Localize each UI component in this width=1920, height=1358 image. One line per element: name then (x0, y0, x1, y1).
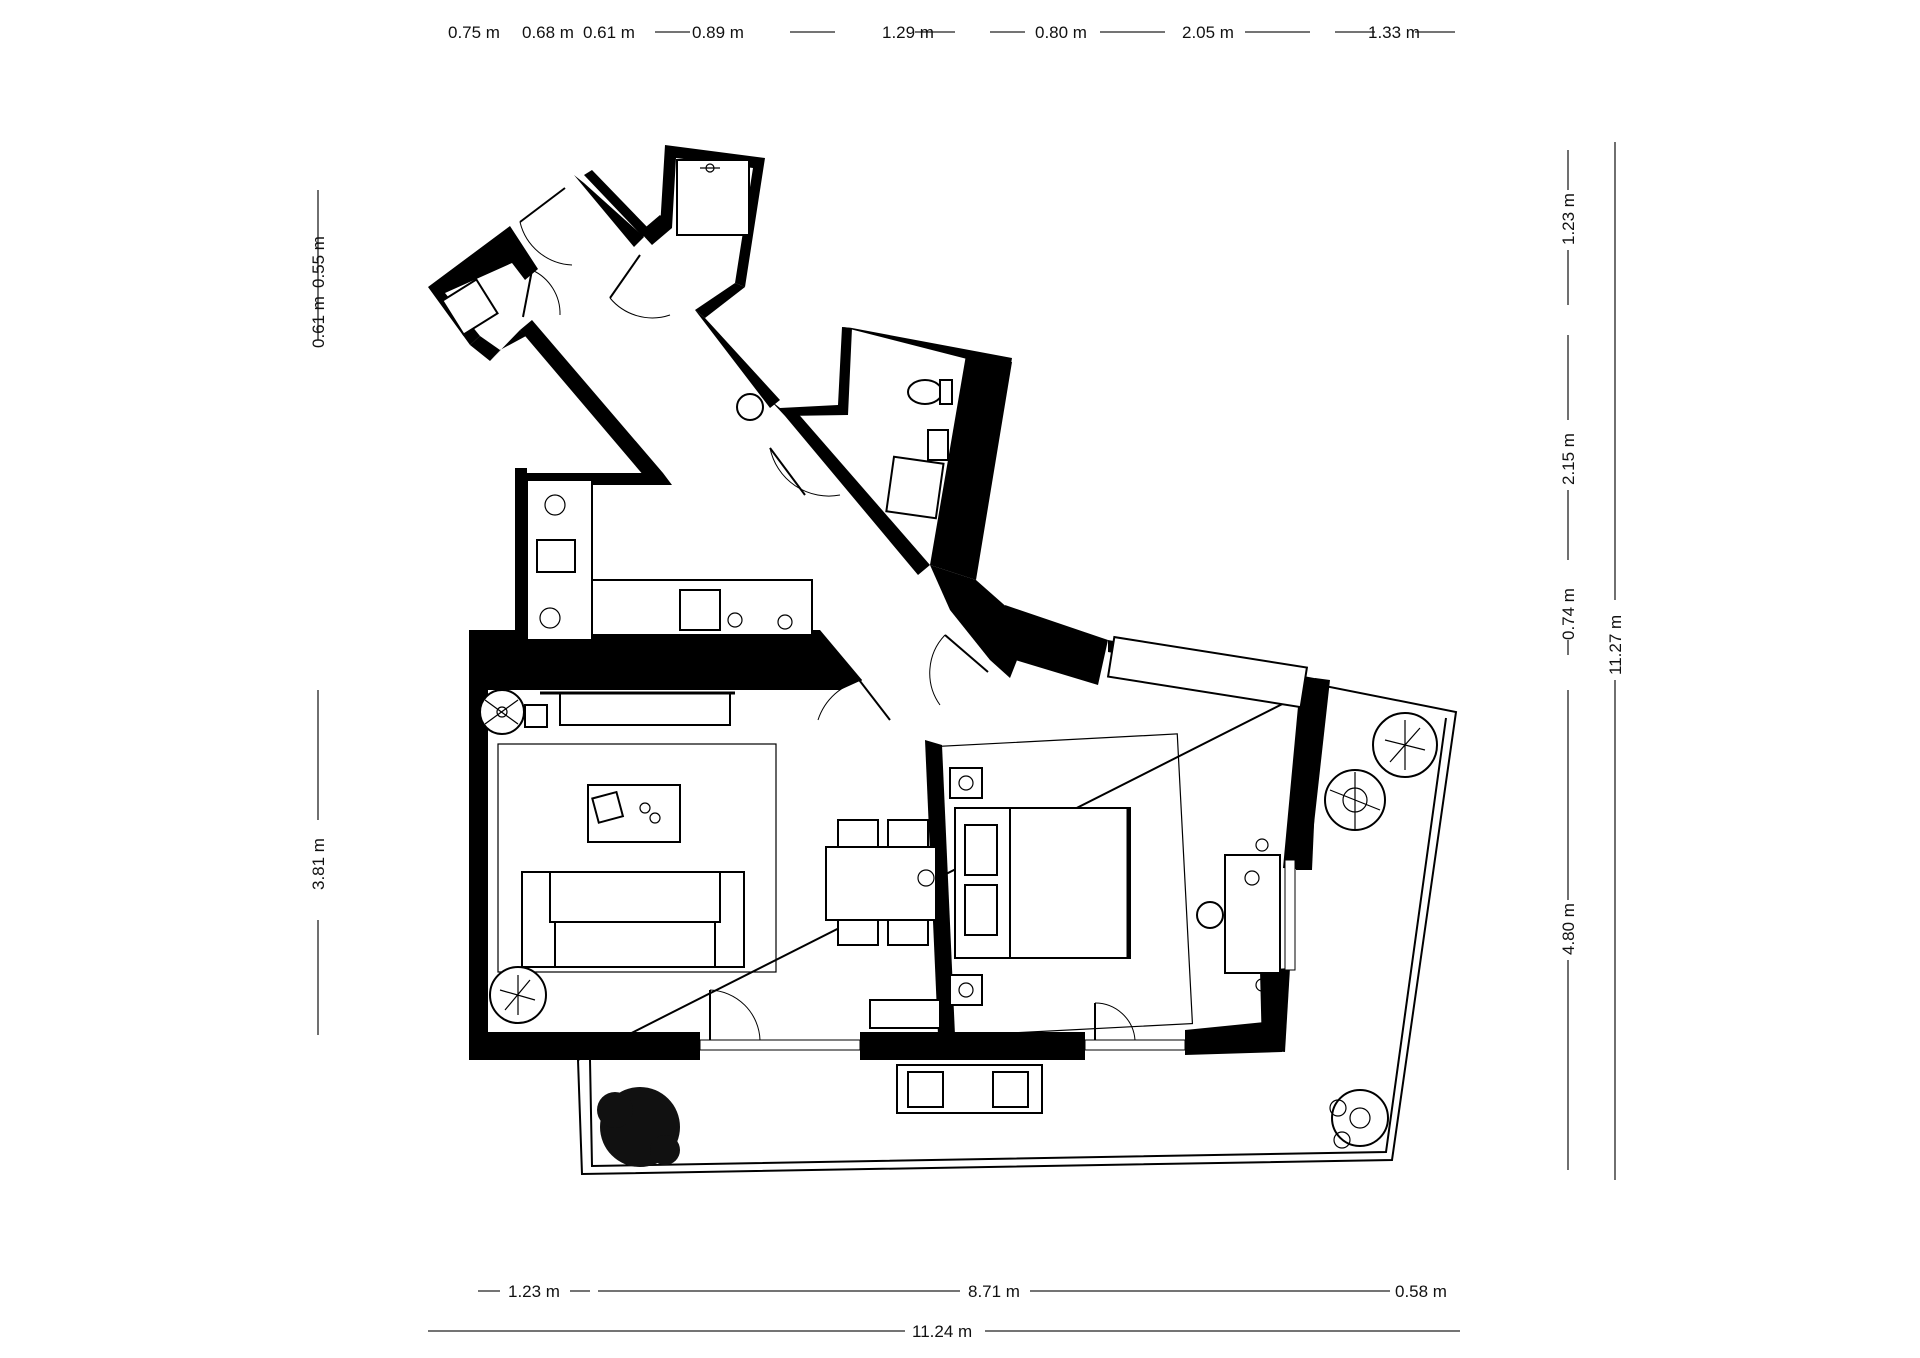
dim-right-1: 1.23 m (1559, 193, 1578, 245)
dim-left-3: 3.81 m (309, 838, 328, 890)
door-closet-left[interactable] (522, 269, 561, 318)
lamp-icon (736, 393, 764, 421)
shower-icon (676, 159, 750, 236)
dim-top-3: 0.61 m (583, 23, 635, 42)
door-bathroom[interactable] (769, 447, 841, 497)
furniture (441, 159, 1309, 1114)
door-shower[interactable] (609, 254, 671, 319)
plant-icon (1324, 769, 1386, 831)
sink-icon (885, 429, 949, 520)
dim-right-4: 4.80 m (1559, 903, 1578, 955)
right-dimensions: 1.23 m 2.15 m 0.74 m 4.80 m 11.27 m (1559, 142, 1625, 1180)
plant-icon (1329, 1089, 1389, 1149)
bottom-dimensions: 1.23 m 8.71 m 0.58 m 11.24 m (428, 1282, 1460, 1341)
dim-right-3: 0.74 m (1559, 588, 1578, 640)
door-bedroom[interactable] (929, 634, 989, 706)
door-top-left[interactable] (519, 187, 573, 266)
door-balcony-living[interactable] (709, 989, 761, 1041)
dim-bottom-2: 8.71 m (968, 1282, 1020, 1301)
top-dimensions: 0.75 m 0.68 m 0.61 m 0.89 m 1.29 m 0.80 … (435, 20, 1465, 44)
sofa-icon (521, 871, 745, 968)
toilet-icon (907, 379, 953, 405)
dim-right-total: 11.27 m (1606, 615, 1625, 675)
plant-icon (1372, 712, 1438, 778)
dim-left-1: 0.61 m (309, 296, 328, 348)
door-balcony-bedroom[interactable] (1094, 1002, 1136, 1041)
chair-icon (479, 689, 548, 735)
door-living[interactable] (817, 671, 891, 721)
dim-top-6: 0.80 m (1035, 23, 1087, 42)
left-dimensions: 0.61 m 0.55 m 3.81 m (309, 190, 328, 1035)
dim-right-2: 2.15 m (1559, 433, 1578, 485)
plants (489, 712, 1438, 1167)
dim-bottom-1: 1.23 m (508, 1282, 560, 1301)
dim-bottom-3: 0.58 m (1395, 1282, 1447, 1301)
dim-top-1: 0.75 m (448, 23, 500, 42)
plant-icon (597, 1087, 680, 1167)
plant-icon (489, 966, 547, 1024)
walls (428, 145, 1458, 1176)
dim-top-2: 0.68 m (522, 23, 574, 42)
dim-top-8: 1.33 m (1368, 23, 1420, 42)
bed-icon (954, 807, 1131, 959)
dim-top-4: 0.89 m (692, 23, 744, 42)
table-icon (587, 784, 681, 843)
kitchen (526, 479, 813, 641)
dim-top-5: 1.29 m (882, 23, 934, 42)
dining-table (825, 819, 937, 946)
doors[interactable] (519, 187, 1136, 1041)
dim-left-2: 0.55 m (309, 236, 328, 288)
dim-top-7: 2.05 m (1182, 23, 1234, 42)
dim-bottom-total: 11.24 m (912, 1322, 972, 1341)
